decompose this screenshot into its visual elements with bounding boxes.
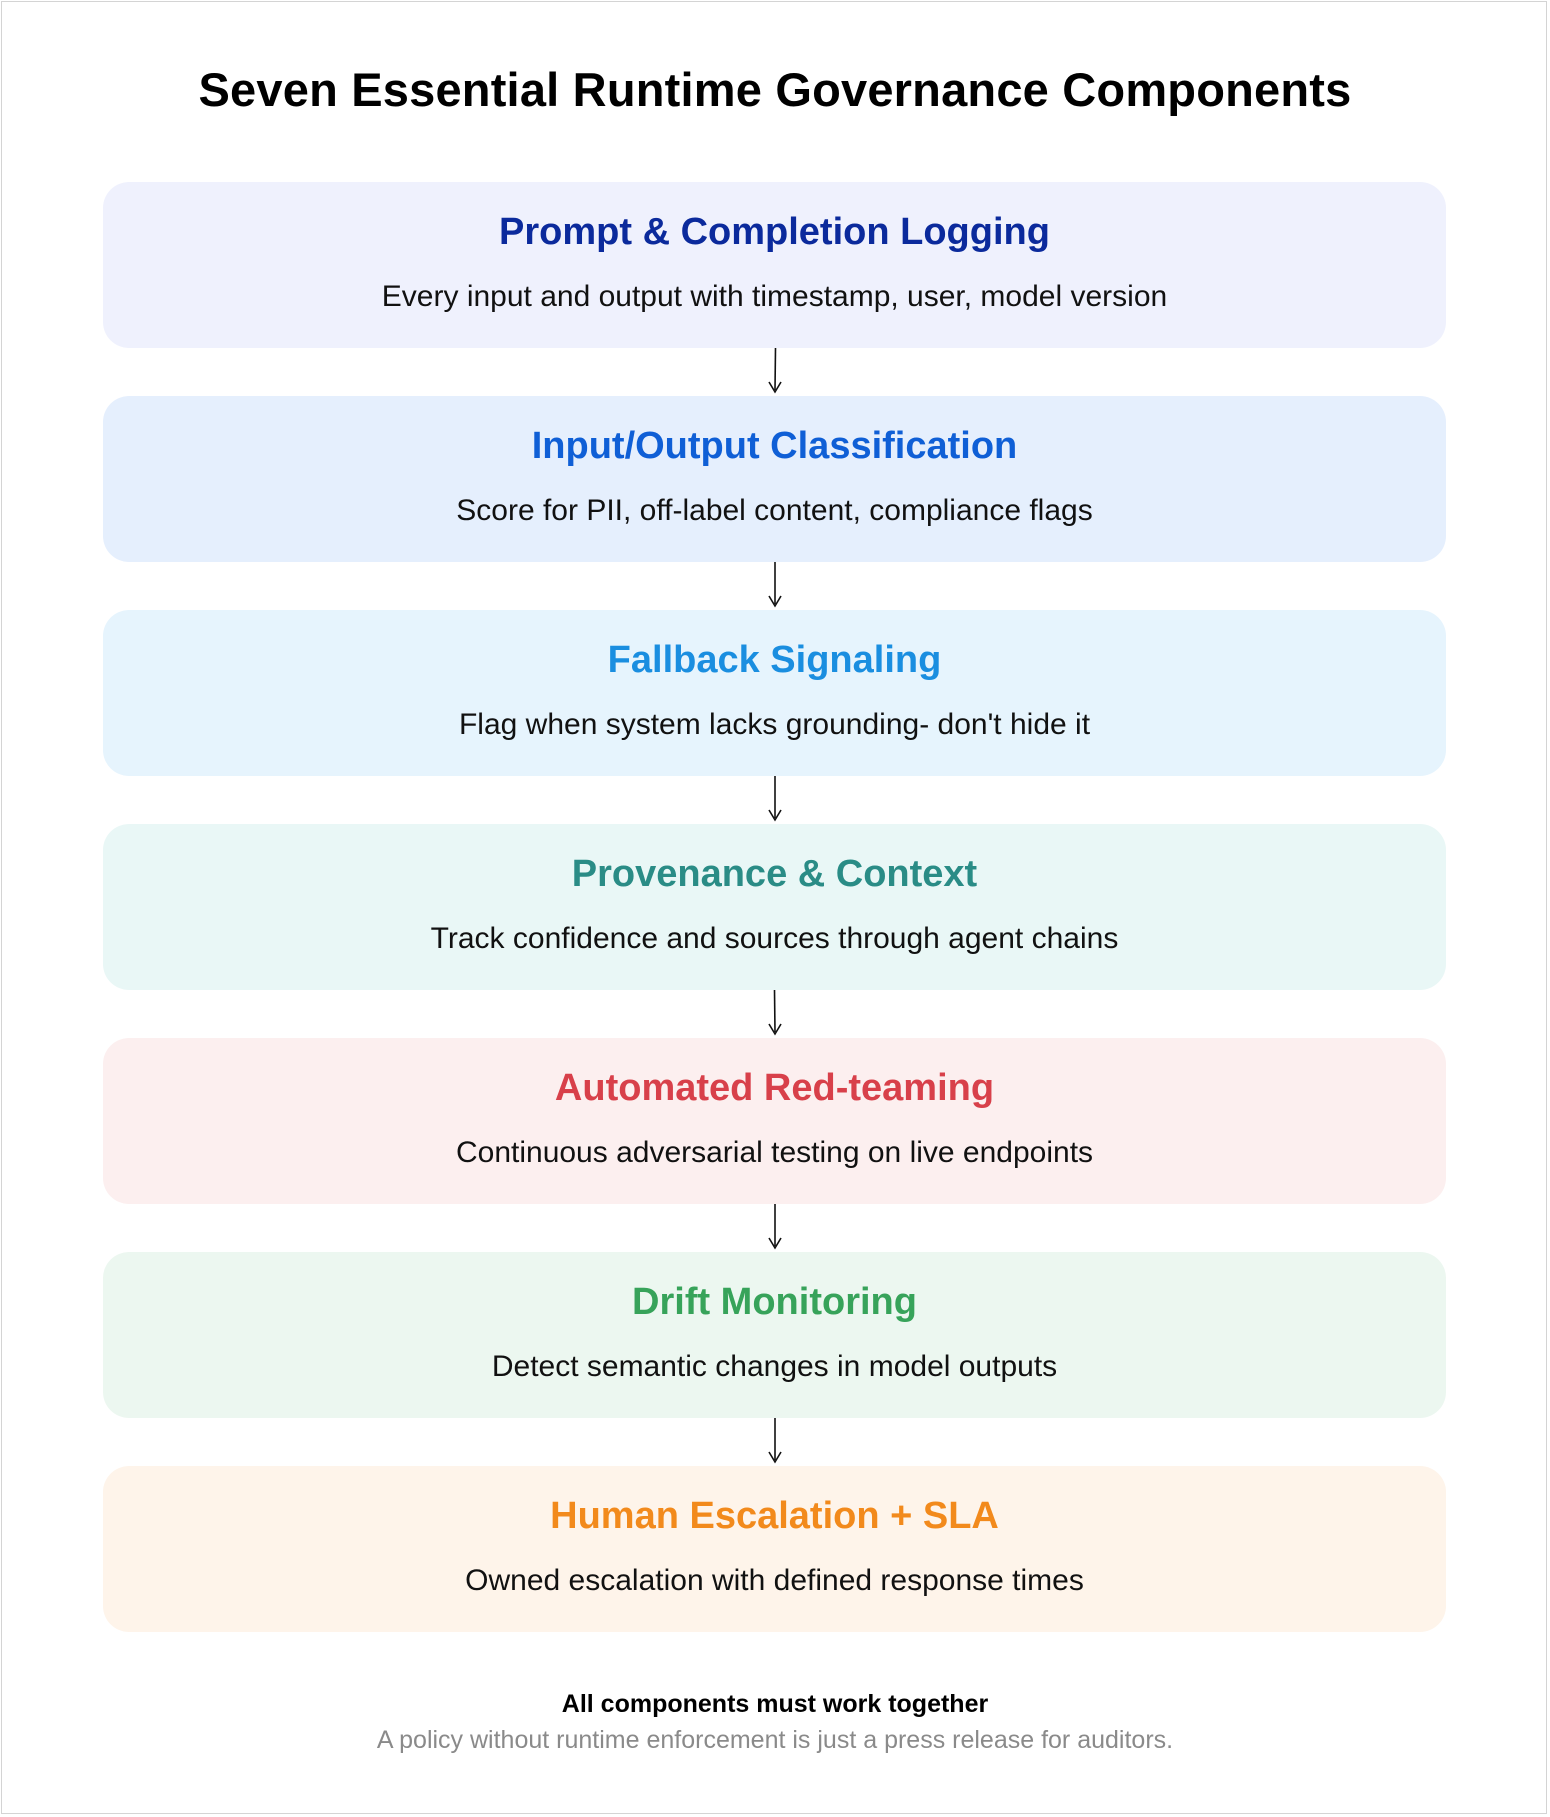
component-description: Every input and output with timestamp, u… — [381, 280, 1168, 313]
flow-arrow-icon — [768, 1418, 782, 1464]
component-description: Flag when system lacks grounding- don't … — [458, 708, 1091, 741]
flow-arrow-icon — [768, 348, 782, 394]
component-title: Input/Output Classification — [531, 425, 1018, 467]
flow-arrow-icon — [768, 1204, 782, 1250]
component-description: Owned escalation with defined response t… — [465, 1564, 1084, 1597]
component-card-logging: Prompt & Completion Logging Every input … — [103, 182, 1446, 348]
footer-note: A policy without runtime enforcement is … — [376, 1726, 1174, 1754]
component-title: Fallback Signaling — [607, 639, 942, 681]
flow-arrow-icon — [768, 776, 782, 822]
component-card-provenance: Provenance & Context Track confidence an… — [103, 824, 1446, 990]
component-card-escalation: Human Escalation + SLA Owned escalation … — [103, 1466, 1446, 1632]
component-description: Track confidence and sources through age… — [430, 922, 1119, 955]
component-card-fallback: Fallback Signaling Flag when system lack… — [103, 610, 1446, 776]
flow-arrow-icon — [768, 562, 782, 608]
flow-arrow-icon — [768, 990, 782, 1036]
component-card-classification: Input/Output Classification Score for PI… — [103, 396, 1446, 562]
component-description: Score for PII, off-label content, compli… — [456, 494, 1093, 527]
component-description: Continuous adversarial testing on live e… — [455, 1136, 1094, 1169]
component-title: Provenance & Context — [571, 853, 978, 895]
component-title: Drift Monitoring — [632, 1281, 917, 1323]
component-title: Automated Red-teaming — [554, 1067, 995, 1109]
component-title: Prompt & Completion Logging — [499, 211, 1050, 253]
component-description: Detect semantic changes in model outputs — [491, 1350, 1058, 1383]
page-title: Seven Essential Runtime Governance Compo… — [198, 63, 1352, 116]
component-card-red-teaming: Automated Red-teaming Continuous adversa… — [103, 1038, 1446, 1204]
component-title: Human Escalation + SLA — [550, 1495, 999, 1537]
component-card-drift: Drift Monitoring Detect semantic changes… — [103, 1252, 1446, 1418]
footer-headline: All components must work together — [561, 1690, 989, 1718]
